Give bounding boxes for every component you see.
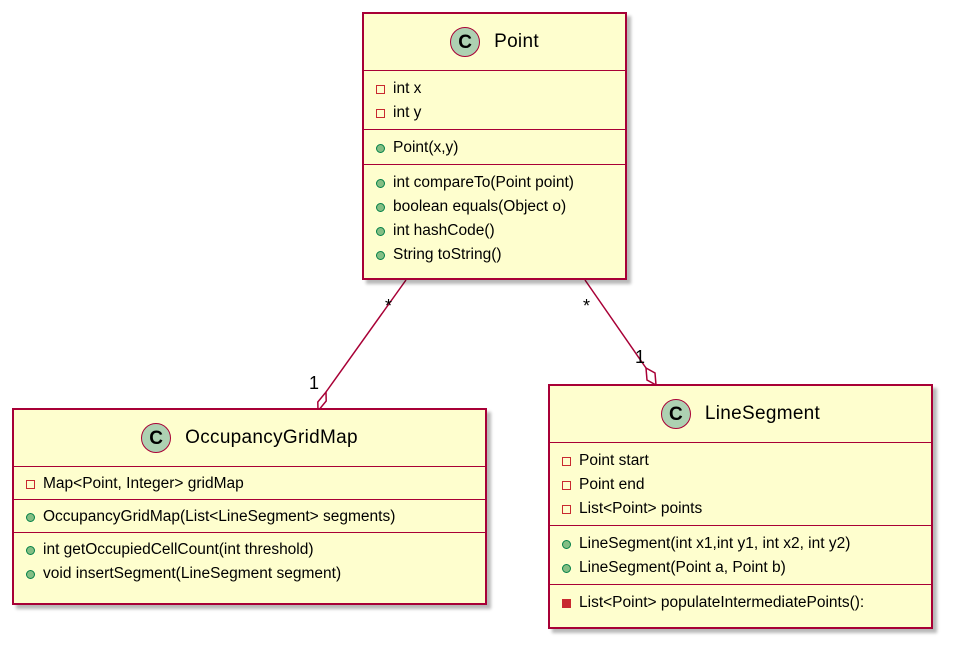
- method: int getOccupiedCellCount(int threshold): [26, 538, 485, 562]
- multiplicity-linesegment: 1: [635, 347, 646, 367]
- class-icon: C: [141, 423, 172, 453]
- class-header: C LineSegment: [550, 386, 931, 443]
- class-header: C Point: [364, 14, 625, 71]
- link-point-to-occupancygridmap: [325, 279, 407, 393]
- field: Point start: [562, 449, 931, 473]
- field: int x: [376, 77, 625, 101]
- public-visibility-icon: [376, 143, 385, 153]
- private-visibility-icon: [562, 480, 571, 490]
- class-name: Point: [494, 31, 539, 52]
- private-method-visibility-icon: [562, 598, 571, 608]
- multiplicity-point-linesegment: *: [583, 296, 591, 316]
- public-visibility-icon: [376, 250, 385, 260]
- fields-section: int x int y: [364, 71, 625, 130]
- aggregation-diamond-linesegment: [645, 366, 657, 387]
- public-visibility-icon: [376, 226, 385, 236]
- field: Map<Point, Integer> gridMap: [26, 472, 485, 496]
- method: List<Point> populateIntermediatePoints()…: [562, 591, 931, 615]
- method: boolean equals(Object o): [376, 195, 625, 219]
- field: List<Point> points: [562, 497, 931, 521]
- class-name: OccupancyGridMap: [185, 427, 358, 448]
- fields-section: Map<Point, Integer> gridMap: [14, 467, 485, 500]
- private-visibility-icon: [562, 504, 571, 514]
- method: String toString(): [376, 243, 625, 267]
- field: int y: [376, 101, 625, 125]
- multiplicity-occupancygridmap: 1: [309, 373, 320, 393]
- public-visibility-icon: [376, 178, 385, 188]
- private-visibility-icon: [376, 108, 385, 118]
- public-visibility-icon: [562, 539, 571, 549]
- method: int compareTo(Point point): [376, 171, 625, 195]
- public-visibility-icon: [562, 563, 571, 573]
- methods-section: int compareTo(Point point) boolean equal…: [364, 165, 625, 271]
- link-point-to-linesegment: [584, 279, 647, 369]
- constructor: OccupancyGridMap(List<LineSegment> segme…: [26, 505, 485, 529]
- methods-section: int getOccupiedCellCount(int threshold) …: [14, 533, 485, 589]
- class-header: C OccupancyGridMap: [14, 410, 485, 467]
- constructor: LineSegment(int x1,int y1, int x2, int y…: [562, 532, 931, 556]
- class-occupancy-grid-map[interactable]: C OccupancyGridMap Map<Point, Integer> g…: [12, 408, 487, 605]
- public-visibility-icon: [376, 202, 385, 212]
- class-icon: C: [660, 399, 691, 429]
- methods-section: List<Point> populateIntermediatePoints()…: [550, 585, 931, 619]
- fields-section: Point start Point end List<Point> points: [550, 443, 931, 526]
- constructor: Point(x,y): [376, 136, 625, 160]
- field: Point end: [562, 473, 931, 497]
- method: void insertSegment(LineSegment segment): [26, 562, 485, 586]
- method: int hashCode(): [376, 219, 625, 243]
- class-line-segment[interactable]: C LineSegment Point start Point end List…: [548, 384, 933, 629]
- class-icon: C: [450, 27, 481, 57]
- multiplicity-point-occupancygridmap: *: [385, 296, 393, 316]
- constructor: LineSegment(Point a, Point b): [562, 556, 931, 580]
- private-visibility-icon: [26, 479, 35, 489]
- private-visibility-icon: [376, 84, 385, 94]
- private-visibility-icon: [562, 456, 571, 466]
- constructors-section: OccupancyGridMap(List<LineSegment> segme…: [14, 500, 485, 533]
- constructors-section: Point(x,y): [364, 130, 625, 165]
- public-visibility-icon: [26, 569, 35, 579]
- class-point[interactable]: C Point int x int y Point(x,y) int compa…: [362, 12, 627, 280]
- public-visibility-icon: [26, 545, 35, 555]
- public-visibility-icon: [26, 512, 35, 522]
- constructors-section: LineSegment(int x1,int y1, int x2, int y…: [550, 526, 931, 585]
- class-name: LineSegment: [704, 403, 821, 424]
